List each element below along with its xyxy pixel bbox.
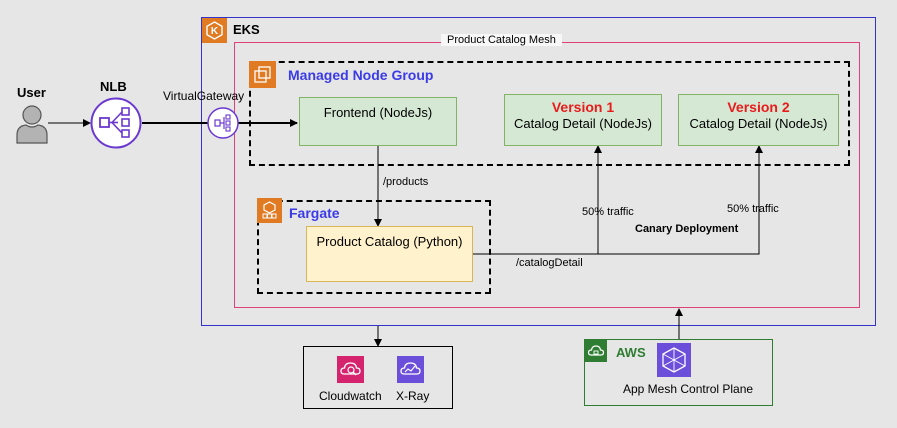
node-group-label: Managed Node Group [288, 67, 434, 83]
aws-cloud-icon [585, 340, 607, 362]
product-catalog-label: Product Catalog (Python) [316, 234, 463, 249]
traffic2-label: 50% traffic [727, 203, 779, 215]
aws-box [584, 339, 773, 406]
user-label: User [17, 85, 46, 100]
eks-icon: K [202, 18, 227, 43]
version2-label: Catalog Detail (NodeJs) [689, 116, 828, 131]
xray-label: X-Ray [396, 389, 430, 403]
control-plane-label: App Mesh Control Plane [623, 382, 754, 396]
nlb-label: NLB [100, 79, 127, 94]
observability-box [303, 346, 453, 409]
mesh-label: Product Catalog Mesh [441, 34, 562, 46]
version1-title: Version 1 [551, 99, 615, 115]
canary-deployment-label: Canary Deployment [635, 223, 739, 235]
frontend-label: Frontend (NodeJs) [323, 105, 433, 120]
version1-label: Catalog Detail (NodeJs) [513, 116, 652, 131]
product-catalog-service: Product Catalog (Python) [306, 226, 473, 282]
xray-icon [397, 356, 424, 383]
aws-label: AWS [616, 345, 646, 360]
virtual-gateway-icon [207, 107, 239, 139]
user-icon [16, 104, 48, 144]
svg-text:K: K [211, 26, 219, 37]
frontend-service: Frontend (NodeJs) [299, 97, 457, 146]
nlb-icon [90, 97, 142, 149]
edge-products-label: /products [383, 176, 429, 188]
managed-node-group [249, 61, 850, 166]
eks-label: EKS [233, 22, 260, 37]
version2-title: Version 2 [727, 99, 790, 115]
fargate-group [257, 200, 491, 294]
app-mesh-icon [657, 343, 691, 377]
version2-service: Version 2 Catalog Detail (NodeJs) [678, 94, 839, 146]
ec2-icon [249, 61, 276, 88]
fargate-label: Fargate [289, 205, 340, 221]
eks-cluster [201, 17, 876, 326]
fargate-icon [257, 198, 282, 223]
cloudwatch-icon [337, 356, 364, 383]
cloudwatch-label: Cloudwatch [319, 389, 382, 403]
edge-catalog-detail-label: /catalogDetail [516, 257, 583, 269]
version1-service: Version 1 Catalog Detail (NodeJs) [504, 94, 662, 146]
traffic1-label: 50% traffic [582, 206, 634, 218]
virtual-gateway-label: VirtualGateway [163, 89, 245, 103]
